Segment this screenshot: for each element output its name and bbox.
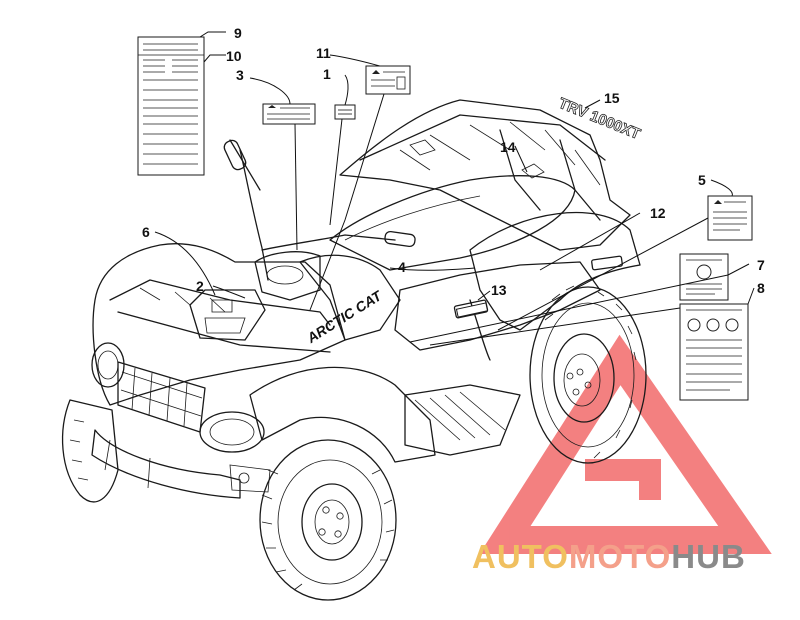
watermark-text: AUTOMOTOHUB [472, 538, 746, 575]
watermark-auto: AUTO [472, 538, 569, 575]
callout-4: 4 [398, 259, 406, 275]
decal-label-5 [707, 195, 753, 241]
callout-13: 13 [491, 282, 507, 298]
callout-numbers: 1 2 3 4 5 6 7 8 9 10 11 12 13 14 15 [142, 25, 765, 298]
svg-text:AUTOMOTOHUB: AUTOMOTOHUB [472, 538, 746, 575]
decal-label-11 [365, 65, 411, 95]
watermark-hub: HUB [671, 538, 746, 575]
leader-lines [154, 31, 755, 346]
rack-badge-decal: TRV 1000XT [556, 95, 643, 143]
callout-6: 6 [142, 224, 150, 240]
callout-3: 3 [236, 67, 244, 83]
callout-2: 2 [196, 278, 204, 294]
front-right-wheel [259, 439, 397, 601]
callout-8: 8 [757, 280, 765, 296]
callout-12: 12 [650, 205, 666, 221]
callout-15: 15 [604, 90, 620, 106]
callout-14: 14 [500, 139, 516, 155]
watermark-moto: MOTO [569, 538, 671, 575]
decal-label-1 [334, 104, 356, 120]
decal-label-3 [262, 103, 316, 125]
callout-7: 7 [757, 257, 765, 273]
decal-label-8 [679, 303, 749, 401]
callout-9: 9 [234, 25, 242, 41]
callout-5: 5 [698, 172, 706, 188]
callout-11: 11 [316, 45, 331, 61]
decal-label-9-10 [137, 36, 205, 176]
decal-label-13 [455, 302, 489, 318]
callout-10: 10 [226, 48, 242, 64]
rear-wheel [529, 285, 647, 464]
watermark-logo-icon [479, 334, 772, 554]
callout-1: 1 [323, 66, 331, 82]
front-left-wheel [62, 399, 119, 503]
